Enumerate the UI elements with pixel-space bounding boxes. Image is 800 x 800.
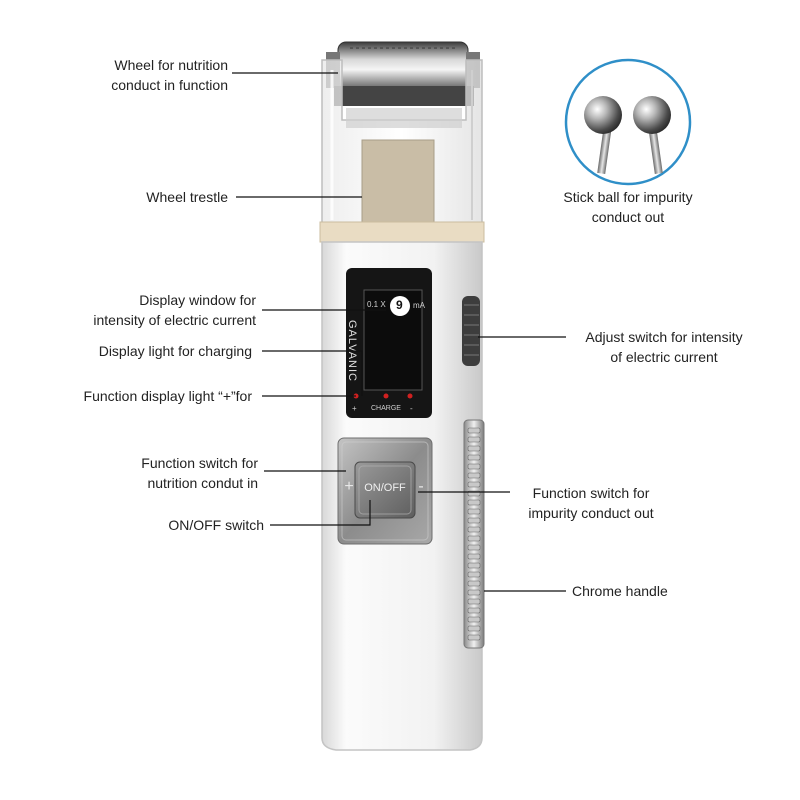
readout-prefix: 0.1 X xyxy=(367,300,386,309)
chrome-ridge xyxy=(467,472,481,479)
leader-onoff-switch xyxy=(270,500,371,526)
leader-display-light-charging xyxy=(262,350,363,396)
chrome-ridge xyxy=(467,598,481,605)
label-wheel-nutrition: Wheel for nutrition conduct in function xyxy=(111,57,228,93)
charge-label: CHARGE xyxy=(371,405,401,412)
chrome-ridge xyxy=(467,445,481,452)
chrome-ridge xyxy=(467,526,481,533)
label-adjust-switch: Adjust switch for intensity of electric … xyxy=(585,329,743,365)
chrome-ridge xyxy=(467,607,481,614)
label-function-display-light: Function display light “+”for xyxy=(83,388,252,404)
label-function-switch-in: Function switch for nutrition condut in xyxy=(141,455,258,491)
charge-minus: - xyxy=(410,404,413,413)
display-panel xyxy=(346,268,432,418)
chrome-ridge xyxy=(467,625,481,632)
stick-ball-circle xyxy=(564,58,692,186)
label-stick-ball: Stick ball for impurity conduct out xyxy=(563,189,693,225)
label-wheel-trestle: Wheel trestle xyxy=(146,189,228,205)
chrome-ridge xyxy=(467,580,481,587)
charge-plus: + xyxy=(352,404,357,413)
chrome-ridge xyxy=(467,616,481,623)
chrome-ridge xyxy=(467,634,481,641)
label-function-switch-out: Function switch for impurity conduct out xyxy=(528,485,654,521)
wheel-trestle-block xyxy=(361,139,435,233)
label-onoff-switch: ON/OFF switch xyxy=(168,517,264,533)
chrome-ridge xyxy=(467,562,481,569)
chrome-ridge xyxy=(467,517,481,524)
chrome-ridge xyxy=(467,571,481,578)
chrome-handle-strip xyxy=(463,419,485,649)
onoff-button[interactable]: ON/OFF xyxy=(364,482,406,494)
chrome-ridge xyxy=(467,499,481,506)
chrome-ridge xyxy=(467,553,481,560)
adjust-wheel xyxy=(462,296,480,366)
chrome-ridge xyxy=(467,463,481,470)
readout-value: 9 xyxy=(396,298,403,312)
label-chrome-handle: Chrome handle xyxy=(572,583,668,599)
minus-button[interactable]: - xyxy=(418,478,424,495)
chrome-ridge xyxy=(467,481,481,488)
chrome-ridge xyxy=(467,544,481,551)
chrome-ridge xyxy=(467,436,481,443)
readout-unit: mA xyxy=(413,301,425,310)
label-display-light-charging: Display light for charging xyxy=(98,343,252,359)
button-plate xyxy=(337,437,433,545)
chrome-ridge xyxy=(467,454,481,461)
label-display-window: Display window for intensity of electric… xyxy=(93,292,256,328)
chrome-ridge xyxy=(467,589,481,596)
chrome-ridge xyxy=(467,535,481,542)
plus-button[interactable]: + xyxy=(344,478,354,495)
chrome-ridge xyxy=(467,427,481,434)
chrome-ridge xyxy=(467,508,481,515)
